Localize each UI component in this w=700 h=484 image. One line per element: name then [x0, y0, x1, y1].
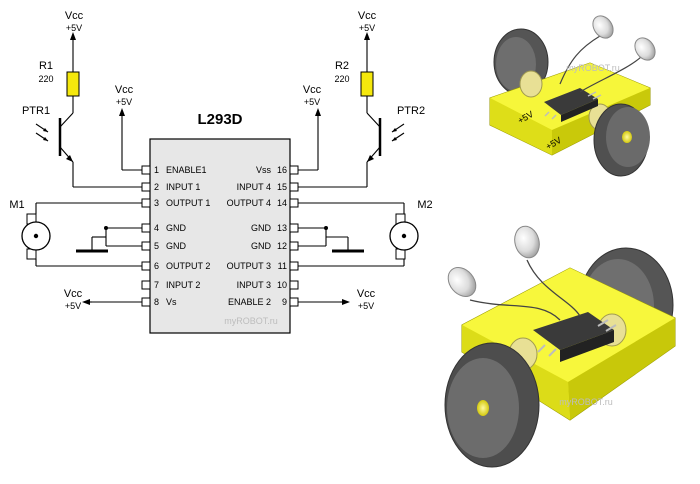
vcc-label-left-top: Vcc — [65, 10, 84, 22]
right-pin-number: 16 — [277, 165, 287, 175]
right-pin-label: Vss — [256, 165, 272, 175]
bottom-render-watermark: myROBOT.ru — [559, 397, 613, 407]
robot-render-bottom: myROBOT.ru — [444, 225, 676, 468]
right-pin-number: 12 — [277, 241, 287, 251]
chip-pin-left-6 — [141, 261, 151, 271]
voltage-label-right-mid: +5V — [304, 97, 320, 107]
voltage-label-left-top: +5V — [66, 23, 82, 33]
left-circuit: Vcc +5V Vcc +5V R1 220 PTR1 M1 — [9, 10, 142, 311]
vcc-label-right-top: Vcc — [358, 10, 377, 22]
robot-render-top: myROBOT.ru +5V +5V — [489, 15, 656, 177]
voltage-label-left-mid: +5V — [116, 97, 132, 107]
voltage-label-right-bottom: +5V — [358, 301, 374, 311]
right-pin-label: OUTPUT 3 — [227, 261, 271, 271]
chip-pin-left-3 — [141, 198, 151, 208]
r2-label: R2 — [335, 60, 349, 72]
chip-pin-left-5 — [141, 241, 151, 251]
right-pin-number: 11 — [278, 261, 287, 271]
left-pin-number: 2 — [154, 182, 159, 192]
right-pin-label: INPUT 3 — [237, 280, 271, 290]
chip-pin-left-4 — [141, 223, 151, 233]
left-pin-number: 1 — [154, 165, 159, 175]
left-pin-number: 7 — [154, 280, 159, 290]
chip-pin-right-6 — [289, 261, 299, 271]
chip-pin-right-4 — [289, 223, 299, 233]
left-pin-label: GND — [166, 241, 187, 251]
chip-pin-left-7 — [141, 280, 151, 290]
chip-pin-right-8 — [289, 297, 299, 307]
ptr1-label: PTR1 — [22, 105, 50, 117]
left-pin-number: 5 — [154, 241, 159, 251]
right-circuit: Vcc +5V Vcc +5V R2 220 PTR2 M2 — [298, 10, 433, 311]
chip-watermark: myROBOT.ru — [224, 316, 278, 326]
right-pin-label: GND — [251, 223, 272, 233]
chip-title: L293D — [197, 111, 242, 128]
right-pin-number: 13 — [277, 223, 287, 233]
right-pin-number: 9 — [282, 297, 287, 307]
left-pin-number: 6 — [154, 261, 159, 271]
left-pin-label: OUTPUT 2 — [166, 261, 210, 271]
chip-pin-right-7 — [289, 280, 299, 290]
ptr2-label: PTR2 — [397, 105, 425, 117]
left-pin-label: OUTPUT 1 — [166, 198, 210, 208]
left-pin-number: 8 — [154, 297, 159, 307]
left-pin-label: INPUT 2 — [166, 280, 200, 290]
left-pin-label: GND — [166, 223, 187, 233]
voltage-label-right-top: +5V — [359, 23, 375, 33]
chip-pin-right-5 — [289, 241, 299, 251]
right-pin-label: GND — [251, 241, 272, 251]
m1-label: M1 — [9, 199, 24, 211]
chip-pin-left-2 — [141, 182, 151, 192]
right-pin-number: 15 — [277, 182, 287, 192]
chip-pin-right-1 — [289, 165, 299, 175]
left-pin-number: 3 — [154, 198, 159, 208]
r1-value: 220 — [38, 74, 53, 84]
left-pin-label: INPUT 1 — [166, 182, 200, 192]
vcc-label-right-bottom: Vcc — [357, 288, 376, 300]
m2-label: M2 — [417, 199, 432, 211]
left-pin-label: Vs — [166, 297, 177, 307]
right-pin-number: 10 — [277, 280, 287, 290]
r2-value: 220 — [334, 74, 349, 84]
r1-label: R1 — [39, 60, 53, 72]
chip-pin-right-2 — [289, 182, 299, 192]
right-pin-number: 14 — [277, 198, 287, 208]
right-pin-label: ENABLE 2 — [228, 297, 271, 307]
right-pin-label: INPUT 4 — [237, 182, 271, 192]
vcc-label-left-bottom: Vcc — [64, 288, 83, 300]
chip-pin-left-8 — [141, 297, 151, 307]
vcc-label-right-mid: Vcc — [303, 84, 322, 96]
left-pin-number: 4 — [154, 223, 159, 233]
left-pin-label: ENABLE1 — [166, 165, 207, 175]
vcc-label-left-mid: Vcc — [115, 84, 134, 96]
chip-pin-right-3 — [289, 198, 299, 208]
voltage-label-left-bottom: +5V — [65, 301, 81, 311]
chip-pin-left-1 — [141, 165, 151, 175]
top-render-watermark: myROBOT.ru — [566, 63, 620, 73]
right-pin-label: OUTPUT 4 — [227, 198, 271, 208]
